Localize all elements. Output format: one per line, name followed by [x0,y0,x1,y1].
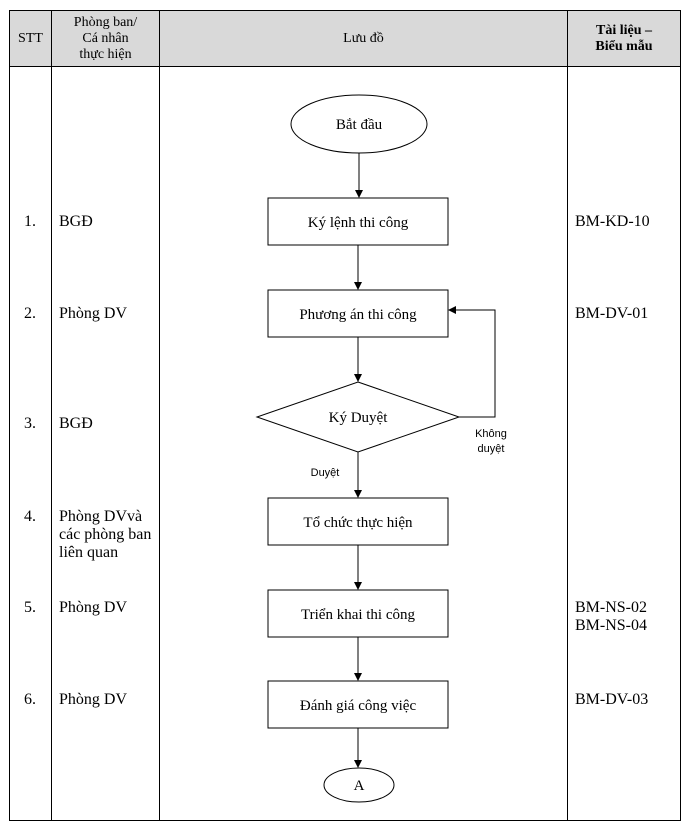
row-dept-line: BGĐ [59,213,93,230]
table-bottom-border [9,820,681,821]
row-dept-line: các phòng ban [59,526,152,543]
header-dept-line: Phòng ban/ [73,14,138,30]
row-doc-code: BM-DV-03 [575,691,649,708]
step-label-evaluate: Đánh giá công việc [300,698,417,714]
row-dept-line: Phòng DV [59,305,128,322]
row-docs: BM-KD-10 [575,213,675,231]
table-col-border [9,10,10,820]
step-label-organize: Tổ chức thực hiện [303,515,413,531]
step-label-deploy: Triển khai thi công [301,607,416,623]
approve-label: Duyệt [311,467,340,479]
row-dept: BGĐ [59,415,159,433]
header-dept-line: thực hiện [79,46,132,62]
row-doc-code: BM-NS-02 [575,599,648,616]
row-stt: 2. [24,305,36,322]
row-doc-code: BM-KD-10 [575,213,650,230]
header-dept-line: Cá nhân [82,30,129,46]
row-stt: 1. [24,213,36,230]
header-dept-label: Phòng ban/ Cá nhân thực hiện [74,15,137,63]
row-dept-line: BGĐ [59,415,93,432]
step-box-sign-order [267,197,449,246]
table-top-border [9,10,681,11]
row-dept: BGĐ [59,213,159,231]
step-box-plan [267,289,449,338]
row-dept: Phòng DV [59,305,159,323]
row-doc-code: BM-NS-04 [575,617,648,634]
row-docs: BM-DV-01 [575,305,675,323]
table-col-border [51,10,52,820]
reject-label: Không [475,428,507,440]
table-header-border [9,66,681,67]
step-label-plan: Phương án thi công [299,307,417,323]
arrow-reject-loop [448,306,496,418]
reject-label: duyệt [478,443,505,455]
header-docs-label: Tài liệu – Biểu mẫu [595,23,652,55]
row-stt: 6. [24,691,36,708]
header-docs-line: Biểu mẫu [595,38,653,54]
row-stt: 3. [24,415,36,432]
step-box-evaluate [267,680,449,729]
end-connector [323,767,395,803]
row-dept: Phòng DV [59,599,159,617]
header-docs: Tài liệu – Biểu mẫu [568,11,680,66]
header-flow: Lưu đồ [160,11,567,66]
row-dept: Phòng DV [59,691,159,709]
row-dept-line: Phòng DVvà [59,508,143,525]
header-dept: Phòng ban/ Cá nhân thực hiện [52,11,159,66]
header-stt: STT [10,11,51,66]
header-flow-label: Lưu đồ [343,30,384,46]
step-label-sign-order: Ký lệnh thi công [308,215,409,231]
row-dept-line: Phòng DV [59,691,128,708]
row-stt: 5. [24,599,36,616]
decision-label: Ký Duyệt [329,410,389,426]
header-docs-line: Tài liệu – [595,22,652,38]
row-stt: 4. [24,508,36,525]
end-connector-label: A [354,778,365,794]
table-col-border [680,10,681,820]
row-doc-code: BM-DV-01 [575,305,649,322]
start-node-label: Bắt đầu [336,117,383,133]
row-dept-line: liên quan [59,544,119,561]
header-stt-label: STT [18,30,43,46]
row-docs: BM-NS-02 BM-NS-04 [575,599,675,635]
step-box-organize [267,497,449,546]
table-col-border [567,10,568,820]
row-docs: BM-DV-03 [575,691,675,709]
row-dept: Phòng DVvà các phòng ban liên quan [59,508,159,562]
step-box-deploy [267,589,449,638]
table-col-border [159,10,160,820]
row-dept-line: Phòng DV [59,599,128,616]
